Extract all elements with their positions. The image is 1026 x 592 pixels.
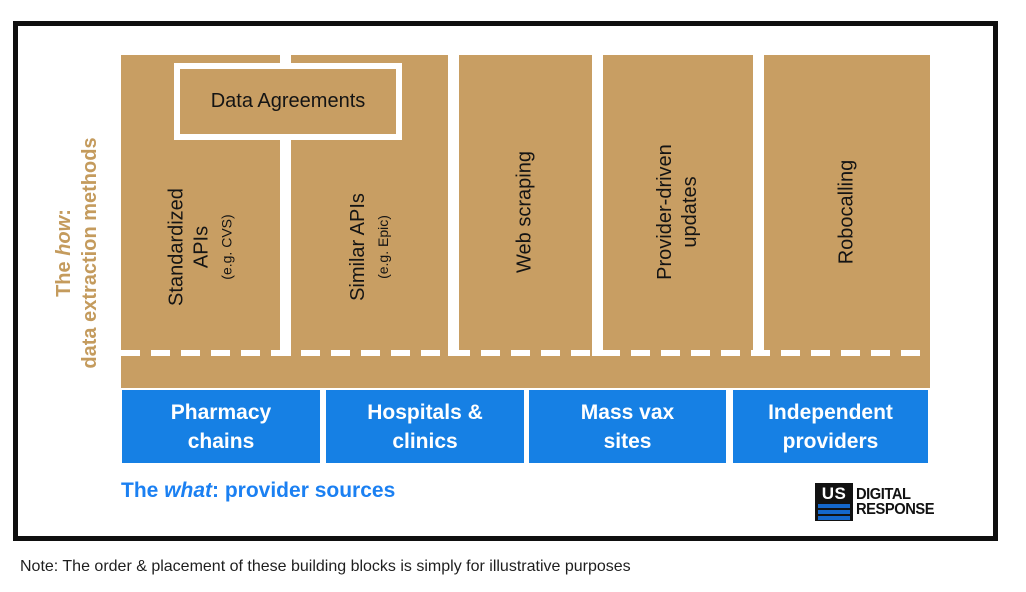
method-web-scraping: Web scraping bbox=[513, 72, 538, 352]
how-axis-colon: : bbox=[53, 209, 75, 216]
what-axis-label: The what: provider sources bbox=[121, 479, 395, 503]
how-axis-italic: how bbox=[53, 215, 75, 256]
method-label: Standardized APIs bbox=[165, 188, 213, 306]
source-hospitals-clinics: Hospitals & clinics bbox=[326, 390, 524, 463]
footnote: Note: The order & placement of these bui… bbox=[20, 558, 631, 575]
data-agreements-box: Data Agreements bbox=[174, 63, 402, 140]
how-axis-label: The how: data extraction methods bbox=[51, 103, 103, 403]
column-separator bbox=[753, 55, 764, 356]
method-sublabel: (e.g. CVS) bbox=[218, 214, 235, 280]
what-italic: what bbox=[164, 479, 213, 502]
usdr-logo-line1: DIGITAL bbox=[856, 486, 911, 503]
usdr-logo-wordmark: DIGITAL RESPONSE bbox=[856, 486, 935, 518]
source-mass-vax-sites: Mass vax sites bbox=[529, 390, 726, 463]
method-robocalling: Robocalling bbox=[835, 72, 860, 352]
method-label: Web scraping bbox=[513, 151, 536, 273]
source-label: Independent providers bbox=[768, 400, 893, 453]
usdr-logo: US DIGITAL RESPONSE bbox=[815, 483, 941, 521]
usdr-logo-mark-icon: US bbox=[815, 483, 853, 521]
method-similar-apis: Similar APIs (e.g. Epic) bbox=[346, 107, 392, 387]
usdr-logo-us-text: US bbox=[821, 484, 847, 503]
what-prefix: The bbox=[121, 479, 165, 502]
how-axis-prefix: The bbox=[53, 255, 75, 297]
method-label: Similar APIs bbox=[347, 193, 369, 301]
method-provider-driven-updates: Provider-driven updates bbox=[653, 72, 703, 352]
source-independent-providers: Independent providers bbox=[733, 390, 928, 463]
how-axis-line2: data extraction methods bbox=[79, 137, 101, 369]
source-label: Hospitals & clinics bbox=[367, 400, 483, 453]
how-axis-line1: The how: bbox=[51, 103, 77, 403]
method-sublabel: (e.g. Epic) bbox=[375, 215, 391, 279]
method-standardized-apis: Standardized APIs (e.g. CVS) bbox=[165, 107, 236, 387]
column-separator bbox=[448, 55, 459, 356]
data-agreements-label: Data Agreements bbox=[210, 90, 366, 112]
what-suffix: : provider sources bbox=[212, 479, 396, 502]
usdr-logo-line2: RESPONSE bbox=[856, 501, 935, 518]
dashed-divider-line bbox=[121, 350, 930, 356]
method-label: Robocalling bbox=[835, 159, 858, 265]
source-label: Mass vax sites bbox=[580, 400, 675, 453]
source-label: Pharmacy chains bbox=[170, 400, 272, 453]
method-label: Provider-driven updates bbox=[654, 144, 701, 280]
column-separator bbox=[280, 55, 291, 356]
usdr-logo-stripes-icon bbox=[818, 504, 850, 520]
source-pharmacy-chains: Pharmacy chains bbox=[122, 390, 320, 463]
column-separator bbox=[592, 55, 603, 356]
